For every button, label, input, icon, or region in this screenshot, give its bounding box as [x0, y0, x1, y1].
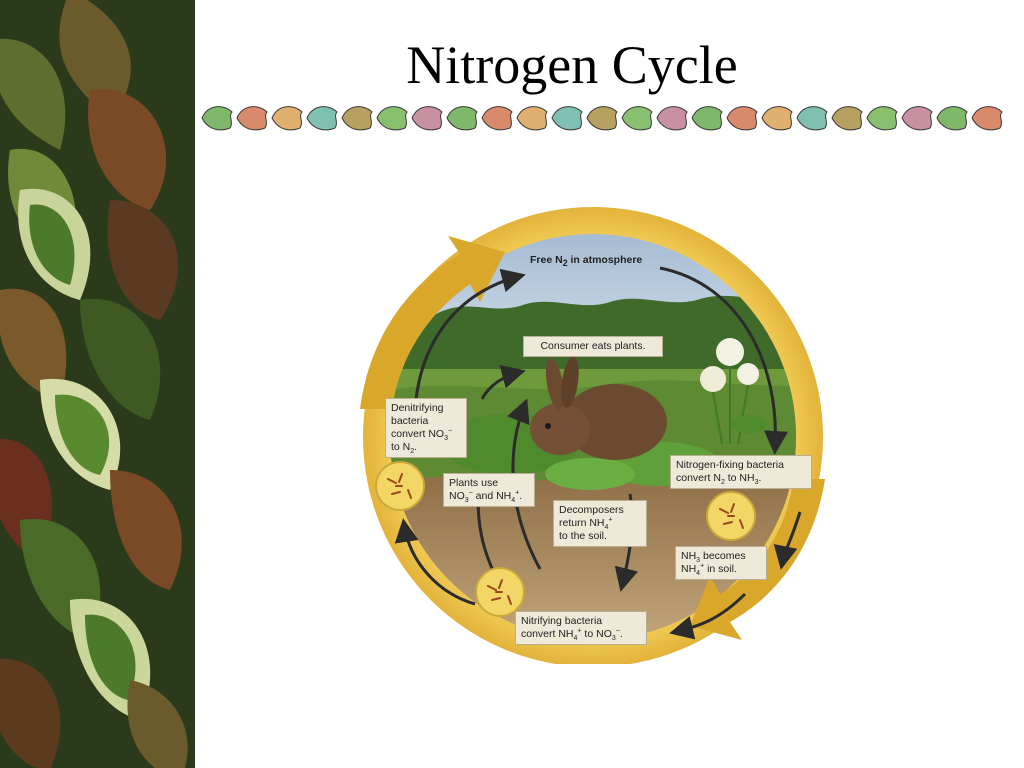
leaf-border-image	[0, 0, 195, 768]
bacteria-circles	[375, 461, 756, 617]
strip-leaf	[621, 106, 653, 131]
strip-leaf	[376, 106, 408, 131]
leaf-shapes	[0, 0, 188, 768]
strip-leaf	[726, 106, 758, 131]
strip-leaf	[796, 106, 828, 131]
leaf-divider-strip	[201, 106, 1003, 131]
ring-arrow-bottom-right	[690, 479, 825, 640]
strip-leaf	[586, 106, 618, 131]
strip-leaf	[761, 106, 793, 131]
label-nh3-becomes-nh4: NH3 becomes NH4+ in soil.	[675, 546, 767, 580]
strip-leaf	[236, 106, 268, 131]
strip-leaf	[936, 106, 968, 131]
slide-title: Nitrogen Cycle	[406, 35, 738, 95]
ring-arrow-top-left	[360, 236, 505, 409]
strip-leaf	[831, 106, 863, 131]
strip-leaf	[866, 106, 898, 131]
strip-leaf	[481, 106, 513, 131]
strip-leaf	[656, 106, 688, 131]
label-denitrifying-bacteria: Denitrifying bacteria convert NO3− to N2…	[385, 398, 467, 458]
strip-leaf	[691, 106, 723, 131]
strip-leaf	[551, 106, 583, 131]
strip-leaf	[411, 106, 443, 131]
strip-leaf	[341, 106, 373, 131]
rabbit	[530, 356, 667, 460]
strip-leaf	[516, 106, 548, 131]
label-consumer-eats-plants: Consumer eats plants.	[523, 336, 663, 357]
strip-leaf	[446, 106, 478, 131]
label-decomposers: Decomposers return NH4+ to the soil.	[553, 500, 647, 547]
label-plants-use: Plants use NO3− and NH4+.	[443, 473, 535, 507]
strip-leaf	[201, 106, 233, 131]
strip-leaf	[901, 106, 933, 131]
label-free-n2-atmosphere: Free N2 in atmosphere	[530, 254, 643, 269]
label-nitrogen-fixing-bacteria: Nitrogen-fixing bacteria convert N2 to N…	[670, 455, 812, 489]
strip-leaf	[271, 106, 303, 131]
label-nitrifying-bacteria: Nitrifying bacteria convert NH4+ to NO3−…	[515, 611, 647, 645]
strip-leaf	[971, 106, 1003, 131]
strip-leaf	[306, 106, 338, 131]
